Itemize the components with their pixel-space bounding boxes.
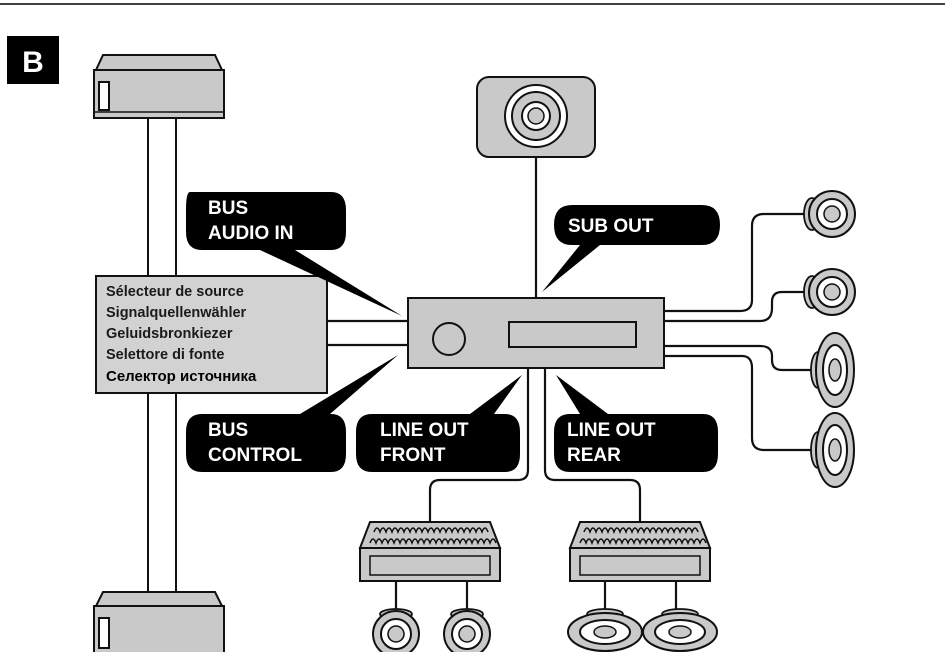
- amplifier-rear: [568, 521, 712, 582]
- callout-line-out-front-line2: FRONT: [380, 445, 446, 466]
- selector-label-fr: Sélecteur de source: [106, 284, 244, 300]
- tweeter-speaker-2: [803, 268, 856, 316]
- oval-speaker-1: [810, 332, 855, 408]
- callout-line-out-rear-line1: LINE OUT: [567, 420, 656, 441]
- speaker-wires-right: [664, 212, 812, 452]
- callout-bus-audio-in-line2: AUDIO IN: [208, 223, 294, 244]
- oval-speaker-2: [810, 412, 855, 488]
- callout-bus-audio-in: BUS AUDIO IN: [186, 192, 402, 316]
- callout-sub-out: SUB OUT: [542, 205, 720, 292]
- amp-wires: [428, 366, 642, 522]
- callout-bus-control: BUS CONTROL: [186, 355, 398, 472]
- callout-bus-control-line2: CONTROL: [208, 445, 302, 466]
- figure-letter: B: [22, 46, 44, 79]
- amp-speaker-wires: [394, 581, 678, 612]
- oval-speaker-rear-left: [567, 608, 643, 652]
- selector-label-nl: Geluidsbronkiezer: [106, 326, 233, 342]
- callout-bus-control-line1: BUS: [208, 420, 248, 441]
- callout-bus-audio-in-line1: BUS: [208, 198, 248, 219]
- volume-knob-icon: [432, 322, 466, 356]
- amplifier-front: [358, 521, 502, 582]
- round-speaker-front-right: [443, 608, 491, 652]
- source-selector-box: Sélecteur de source Signalquellenwähler …: [95, 275, 328, 394]
- selector-label-ru: Селектор источника: [106, 368, 257, 385]
- callout-sub-out-text: SUB OUT: [568, 216, 654, 237]
- tweeter-speaker-1: [803, 190, 856, 238]
- oval-speaker-rear-right: [642, 608, 718, 652]
- figure-letter-badge: B: [7, 36, 59, 84]
- display-window: [508, 321, 637, 348]
- callout-line-out-front: LINE OUT FRONT: [356, 375, 522, 472]
- cd-changer-bottom: [93, 591, 225, 652]
- round-speaker-front-left: [372, 608, 420, 652]
- head-unit: [407, 297, 665, 369]
- selector-label-it: Selettore di fonte: [106, 347, 224, 363]
- callout-line-out-rear: LINE OUT REAR: [554, 375, 718, 472]
- callout-line-out-rear-line2: REAR: [567, 445, 621, 466]
- subwoofer: [476, 76, 596, 158]
- callout-line-out-front-line1: LINE OUT: [380, 420, 469, 441]
- selector-label-de: Signalquellenwähler: [106, 305, 247, 321]
